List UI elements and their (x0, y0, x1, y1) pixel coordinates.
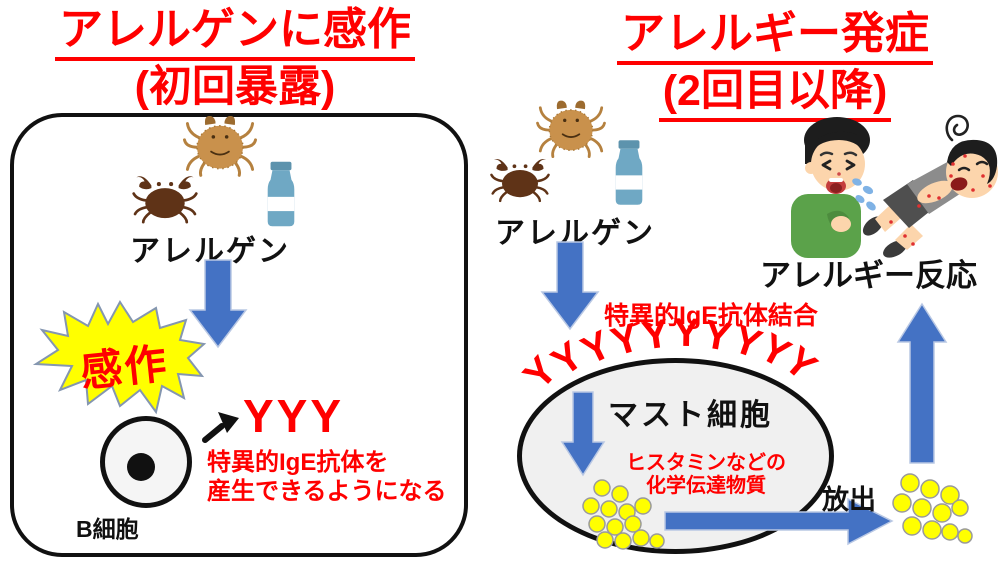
right-title-line1: アレルギー発症 (617, 8, 933, 65)
dust-mite-icon (536, 100, 606, 158)
ige-antibodies-left: YYY (243, 390, 345, 442)
milk-bottle-icon (615, 140, 643, 205)
ige-production-note: 特異的IgE抗体を 産生できるようになる (207, 448, 447, 506)
release-label: 放出 (822, 485, 876, 515)
produce-arrow (202, 412, 239, 443)
bound-ige-antibody: Y (672, 310, 701, 356)
histamine-granules (582, 479, 665, 550)
mediator-note: ヒスタミンなどの 化学伝達物質 (606, 452, 806, 498)
milk-bottle-icon (267, 161, 295, 227)
b-cell-nucleus (127, 453, 155, 481)
left-panel-title: アレルゲンに感作 (初回暴露) (0, 4, 470, 118)
note-line2: 産生できるようになる (207, 478, 447, 505)
sensitization-burst (32, 300, 207, 415)
rash-person-illustration (862, 114, 998, 258)
down-arrow-left (188, 259, 248, 349)
sensitization-label: 感作 (78, 339, 171, 396)
left-title-line2: (初回暴露) (130, 61, 340, 118)
allergic-reaction-label: アレルギー反応 (760, 258, 977, 293)
bound-ige-antibody: Y (639, 311, 672, 359)
right-panel-title: アレルギー発症 (2回目以降) (540, 8, 1000, 122)
left-title-line1: アレルゲンに感作 (55, 4, 415, 61)
mediator-line1: ヒスタミンなどの (626, 452, 786, 474)
down-arrow-right (540, 241, 600, 331)
b-cell-label: B細胞 (76, 516, 139, 542)
mediator-line2: 化学伝達物質 (646, 475, 766, 497)
b-cell-icon (100, 416, 192, 508)
ige-binding-label: 特異的IgE抗体結合 (604, 302, 818, 330)
crab-icon (490, 159, 550, 203)
sneezing-person-illustration (791, 117, 876, 258)
dust-mite-icon (183, 115, 257, 177)
release-arrow (664, 497, 894, 546)
note-line1: 特異的IgE抗体を (207, 449, 389, 476)
crab-icon (132, 176, 198, 224)
released-granules (892, 473, 973, 544)
degranulation-arrow (560, 391, 606, 477)
mast-cell-label: マスト細胞 (608, 399, 773, 432)
up-arrow-reaction (896, 302, 948, 464)
right-title-line2: (2回目以降) (658, 65, 892, 122)
